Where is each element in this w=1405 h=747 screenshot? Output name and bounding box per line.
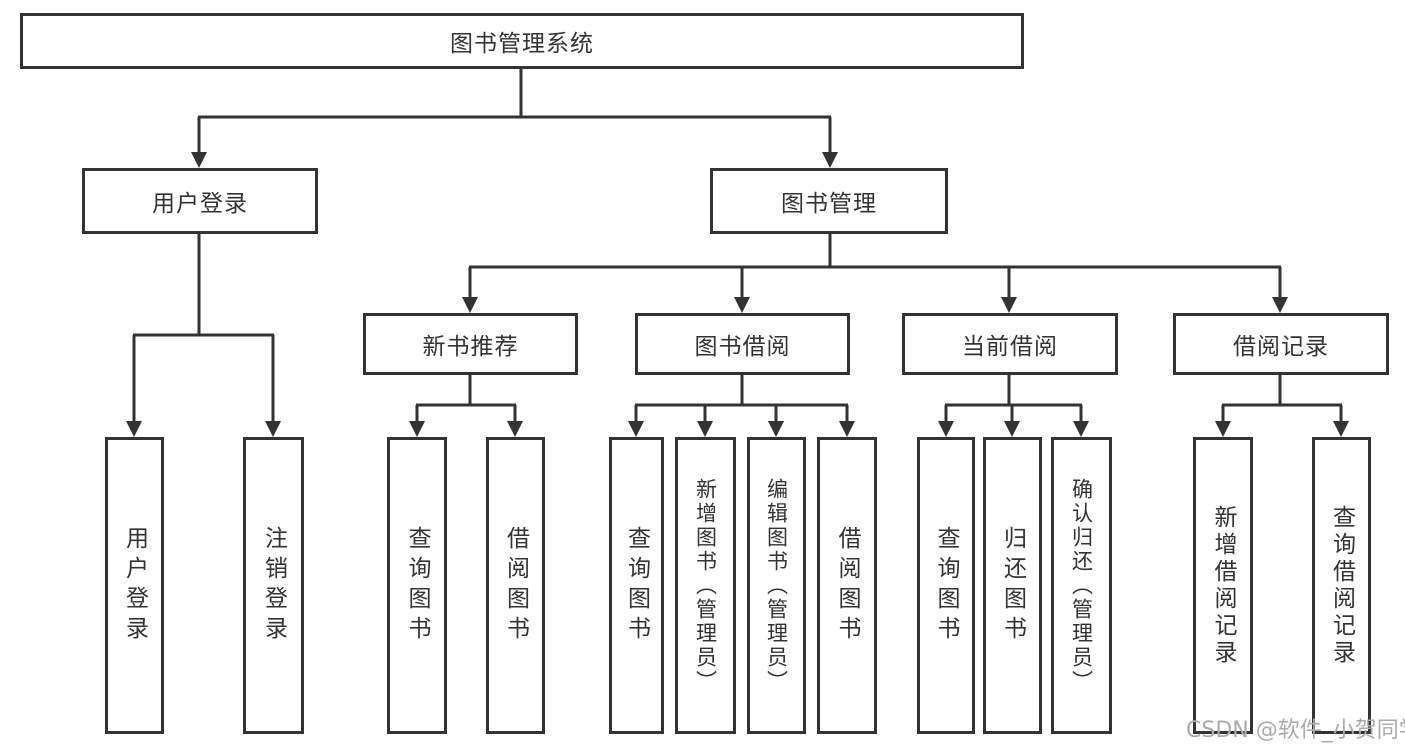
node-root: 图书管理系统 — [20, 13, 1024, 69]
leaf-nb-borrow-books: 借阅图书 — [486, 437, 545, 734]
leaf-bb-add-books-admin: 新增图书（管理员） — [675, 437, 736, 734]
node-borrow-records: 借阅记录 — [1173, 313, 1389, 375]
leaf-bb-query-books: 查询图书 — [609, 437, 664, 734]
node-new-book-recommend: 新书推荐 — [363, 313, 578, 375]
leaf-nb-query-books: 查询图书 — [387, 437, 447, 734]
arrowhead-icons — [126, 152, 1349, 437]
node-book-borrow: 图书借阅 — [635, 313, 850, 375]
leaf-br-query-record: 查询借阅记录 — [1312, 437, 1371, 734]
node-current-borrow: 当前借阅 — [902, 313, 1118, 375]
leaf-cb-query-books: 查询图书 — [917, 437, 975, 734]
node-book-management: 图书管理 — [710, 168, 948, 234]
node-user-login: 用户登录 — [82, 168, 318, 234]
csdn-watermark: CSDN @软件_小贺同学 — [1186, 718, 1405, 743]
leaf-bb-borrow-books: 借阅图书 — [817, 437, 877, 734]
leaf-user-login: 用户登录 — [105, 437, 164, 734]
leaf-cb-confirm-return-admin: 确认归还（管理员） — [1051, 437, 1112, 734]
leaf-logout: 注销登录 — [243, 437, 304, 734]
leaf-bb-edit-books-admin: 编辑图书（管理员） — [747, 437, 806, 734]
leaf-br-add-record: 新增借阅记录 — [1193, 437, 1253, 734]
leaf-cb-return-books: 归还图书 — [983, 437, 1042, 734]
